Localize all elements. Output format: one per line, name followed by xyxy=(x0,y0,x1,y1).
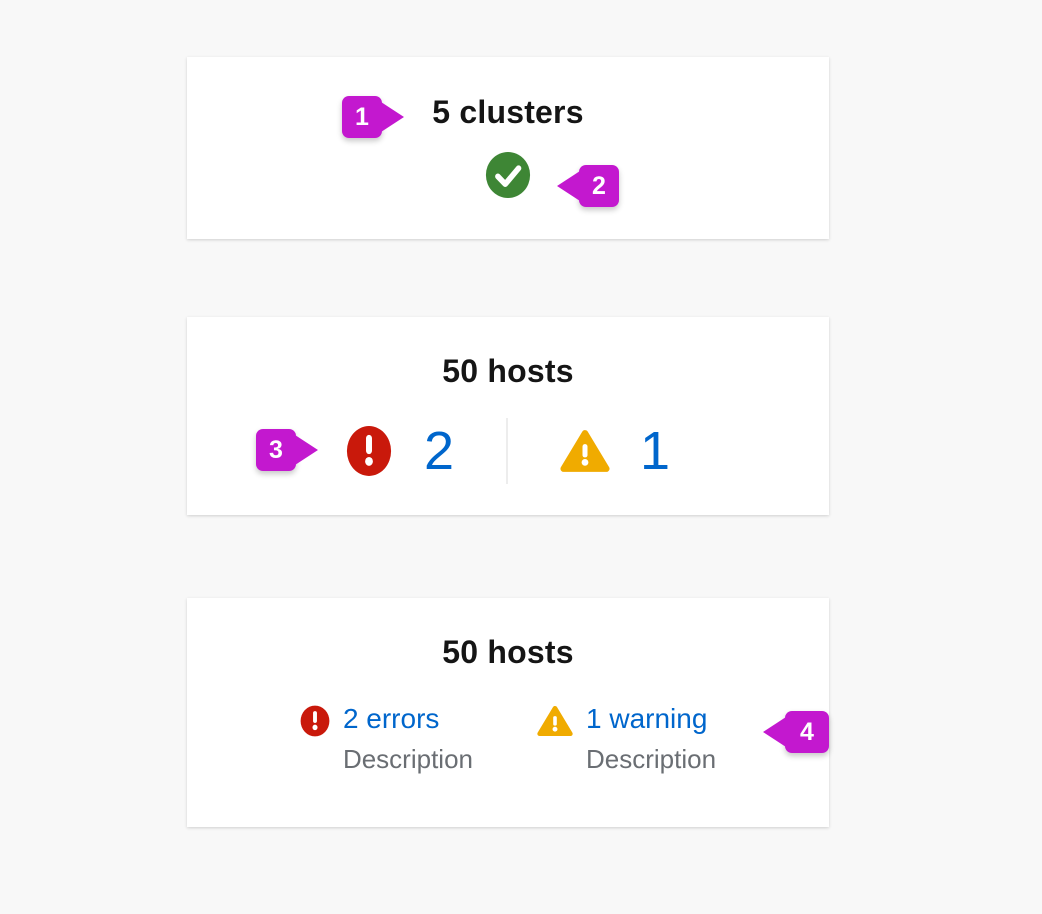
card-title: 5 clusters xyxy=(432,94,584,130)
warning-description: Description xyxy=(586,744,717,774)
annotation-number: 4 xyxy=(800,717,814,746)
exclamation-circle-icon[interactable] xyxy=(300,705,330,737)
annotation-number: 1 xyxy=(355,102,369,131)
check-circle-icon xyxy=(485,151,531,199)
errors-link[interactable]: 2 errors xyxy=(342,703,440,734)
vertical-divider xyxy=(506,418,508,484)
exclamation-triangle-icon[interactable] xyxy=(560,429,610,473)
warning-link[interactable]: 1 warning xyxy=(586,703,708,734)
card-title: 50 hosts xyxy=(442,353,574,389)
aggregate-status-card-clusters: 5 clusters xyxy=(187,57,829,239)
status-row: 2 1 xyxy=(346,418,670,484)
annotation-number: 2 xyxy=(592,171,606,200)
warning-count[interactable]: 1 xyxy=(640,421,671,481)
error-status-link[interactable]: 2 xyxy=(346,424,454,478)
error-description: Description xyxy=(342,744,473,774)
annotation-number: 3 xyxy=(269,435,283,464)
error-status-group: 2 errors Description xyxy=(300,703,473,774)
annotation-marker-4: 4 xyxy=(785,711,829,753)
exclamation-circle-icon[interactable] xyxy=(346,425,392,477)
status-row: 2 errors Description 1 warning Descripti… xyxy=(300,703,716,774)
annotation-marker-1: 1 xyxy=(342,96,382,138)
annotation-marker-2: 2 xyxy=(579,165,619,207)
warning-status-link[interactable]: 1 xyxy=(560,424,670,478)
exclamation-triangle-icon[interactable] xyxy=(537,705,573,737)
aggregate-status-card-hosts-details: 50 hosts 2 errors Description xyxy=(187,598,829,827)
annotation-marker-3: 3 xyxy=(256,429,296,471)
error-count[interactable]: 2 xyxy=(423,421,454,481)
aggregate-status-card-hosts-counts: 50 hosts 2 xyxy=(187,317,829,515)
warning-status-group: 1 warning Description xyxy=(537,703,716,774)
card-title: 50 hosts xyxy=(442,634,574,670)
